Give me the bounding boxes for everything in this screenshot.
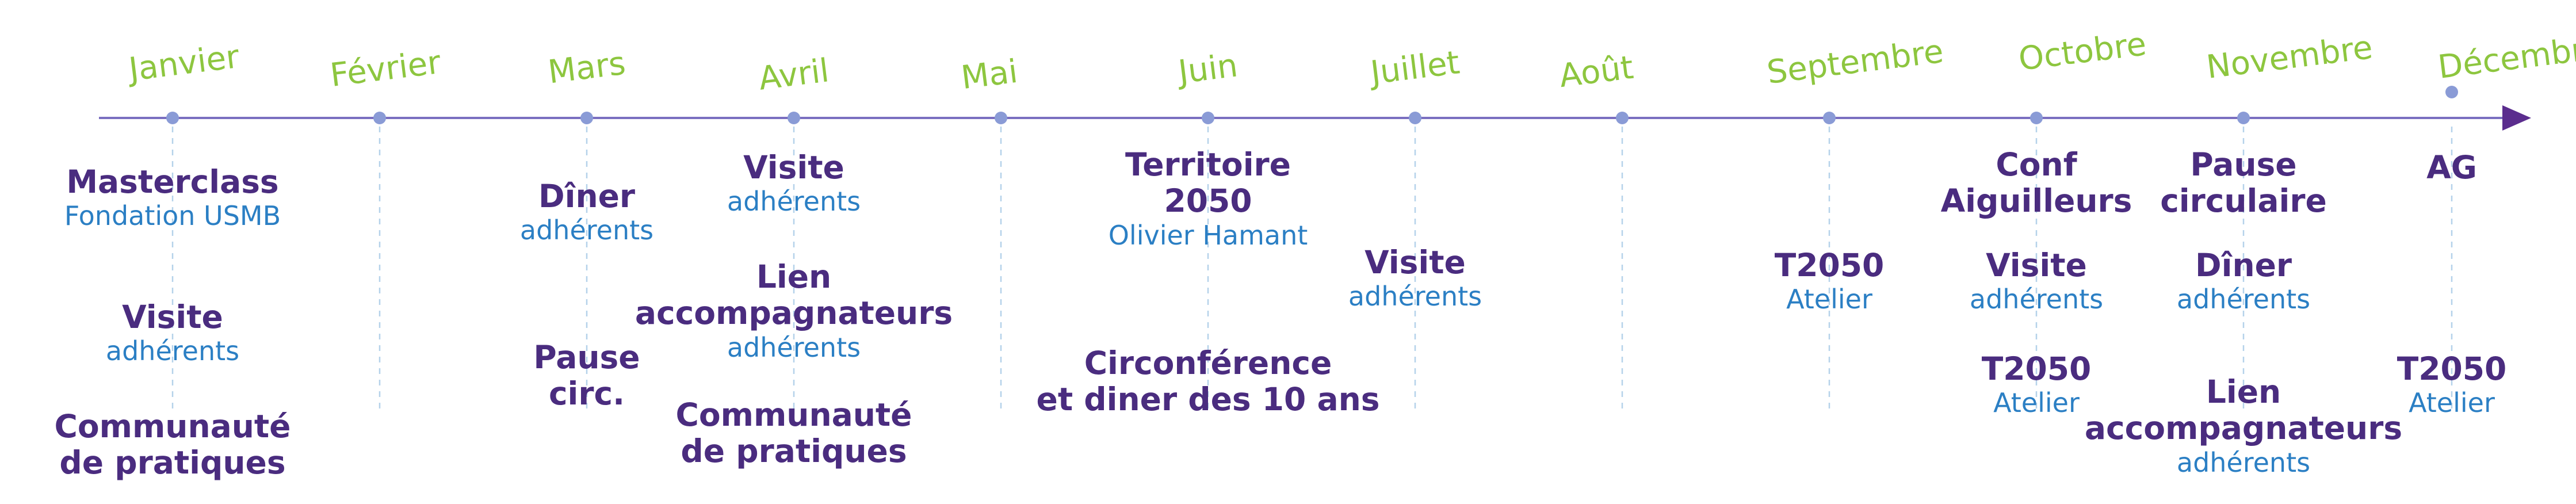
month-dot-12: [2445, 86, 2458, 98]
event-title: de pratiques: [59, 444, 286, 482]
event-block: AG: [2426, 149, 2477, 186]
month-dot-11: [2237, 112, 2250, 124]
month-dot-7: [1409, 112, 1421, 124]
event-subtitle: Atelier: [1786, 284, 1872, 315]
event-subtitle: Atelier: [1993, 387, 2080, 419]
event-subtitle: adhérents: [519, 215, 654, 246]
event-title: AG: [2426, 149, 2477, 186]
event-title: T2050: [1774, 247, 1885, 284]
event-title: accompagnateurs: [2084, 410, 2403, 447]
event-title: accompagnateurs: [635, 295, 953, 332]
event-title: et diner des 10 ans: [1036, 381, 1380, 418]
event-title: Visite: [743, 149, 844, 186]
month-dot-4: [788, 112, 800, 124]
event-title: Lien: [756, 258, 832, 295]
event-title: Dîner: [2195, 247, 2292, 284]
event-title: circ.: [548, 375, 625, 413]
event-subtitle: adhérents: [2176, 284, 2311, 315]
month-dot-9: [1823, 112, 1836, 124]
event-title: Pause: [2190, 146, 2297, 183]
month-dot-5: [995, 112, 1007, 124]
event-title: T2050: [2397, 350, 2507, 387]
event-subtitle: adhérents: [727, 331, 861, 363]
event-title: Visite: [1365, 244, 1466, 281]
month-dot-8: [1616, 112, 1629, 124]
event-title: T2050: [1981, 350, 2092, 387]
event-title: Communauté: [675, 396, 912, 433]
event-title: Visite: [122, 299, 223, 335]
event-title: 2050: [1164, 182, 1252, 220]
event-title: Communauté: [54, 408, 291, 445]
event-subtitle: Atelier: [2409, 387, 2495, 419]
event-subtitle: adhérents: [105, 335, 240, 367]
event-title: Circonférence: [1084, 345, 1332, 381]
event-title: Dîner: [538, 178, 636, 215]
event-title: circulaire: [2160, 182, 2327, 220]
event-title: Conf: [1996, 146, 2077, 183]
timeline-arrow-icon: [2502, 105, 2531, 131]
event-title: Visite: [1986, 247, 2087, 284]
event-title: Lien: [2206, 373, 2281, 410]
month-dot-1: [166, 112, 179, 124]
event-title: Territoire: [1125, 146, 1291, 183]
month-dot-10: [2030, 112, 2043, 124]
event-subtitle: Olivier Hamant: [1108, 219, 1308, 251]
month-label: Juin: [1176, 47, 1240, 91]
event-title: Pause: [533, 339, 640, 376]
event-title: Masterclass: [66, 163, 279, 200]
event-subtitle: adhérents: [2176, 446, 2311, 478]
month-dot-2: [373, 112, 386, 124]
event-subtitle: adhérents: [1348, 281, 1482, 312]
event-title: Aiguilleurs: [1940, 182, 2132, 220]
event-subtitle: adhérents: [1969, 284, 2104, 315]
month-label: Mai: [959, 52, 1020, 97]
event-title: de pratiques: [681, 433, 907, 470]
month-dot-6: [1202, 112, 1214, 124]
event-subtitle: adhérents: [727, 186, 861, 217]
month-dot-3: [580, 112, 593, 124]
event-subtitle: Fondation USMB: [64, 200, 281, 232]
